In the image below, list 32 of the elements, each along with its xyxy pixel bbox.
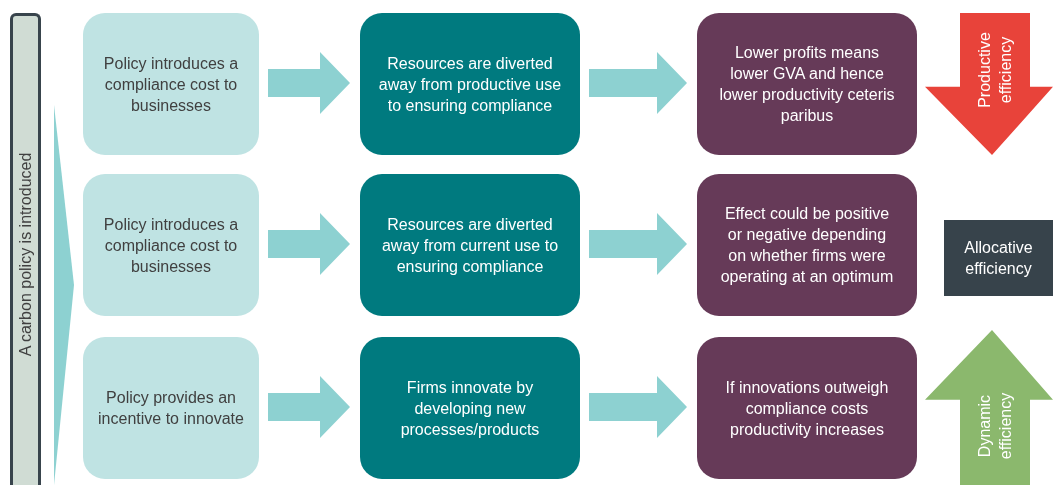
box-text: Resources are diverted away from productive use to ensuring compliance <box>378 53 562 116</box>
vertical-label: Dynamic efficiency <box>975 391 1015 462</box>
step-box <box>83 174 259 316</box>
outcome-box <box>697 337 917 479</box>
outcome-box <box>697 174 917 316</box>
box-text: Effect could be positive or negative depending on whether firms were operating at an optimum <box>719 204 895 287</box>
box-text: If innovations outweigh compliance costs productivity increases <box>724 377 890 440</box>
block-arrow <box>268 376 350 438</box>
label-box <box>944 220 1053 296</box>
sidebar-box <box>10 13 41 485</box>
step-box <box>83 337 259 479</box>
vertical-label: Productive efficiency <box>975 31 1015 110</box>
box-text: Firms innovate by developing new processes/products <box>399 377 541 440</box>
down-arrow-shape <box>925 13 1053 155</box>
vertical-label: A carbon policy is introduced <box>16 152 35 357</box>
block-arrow <box>589 213 687 275</box>
box-text: Resources are diverted away from current use to ensuring compliance <box>380 214 560 277</box>
box-text: Policy introduces a compliance cost to businesses <box>102 214 240 277</box>
process-box <box>360 13 580 155</box>
outcome-box <box>697 13 917 155</box>
block-arrow <box>589 52 687 114</box>
box-text: Lower profits means lower GVA and hence lower productivity ceteris paribus <box>719 43 895 126</box>
block-arrow <box>268 213 350 275</box>
process-box <box>360 174 580 316</box>
block-arrow <box>268 52 350 114</box>
up-arrow-shape <box>925 330 1053 485</box>
block-arrow <box>589 376 687 438</box>
box-text: Policy provides an incentive to innovate <box>97 388 245 429</box>
process-box <box>360 337 580 479</box>
step-box <box>83 13 259 155</box>
box-text: Allocative efficiency <box>963 238 1034 279</box>
box-text: Policy introduces a compliance cost to businesses <box>102 53 240 116</box>
